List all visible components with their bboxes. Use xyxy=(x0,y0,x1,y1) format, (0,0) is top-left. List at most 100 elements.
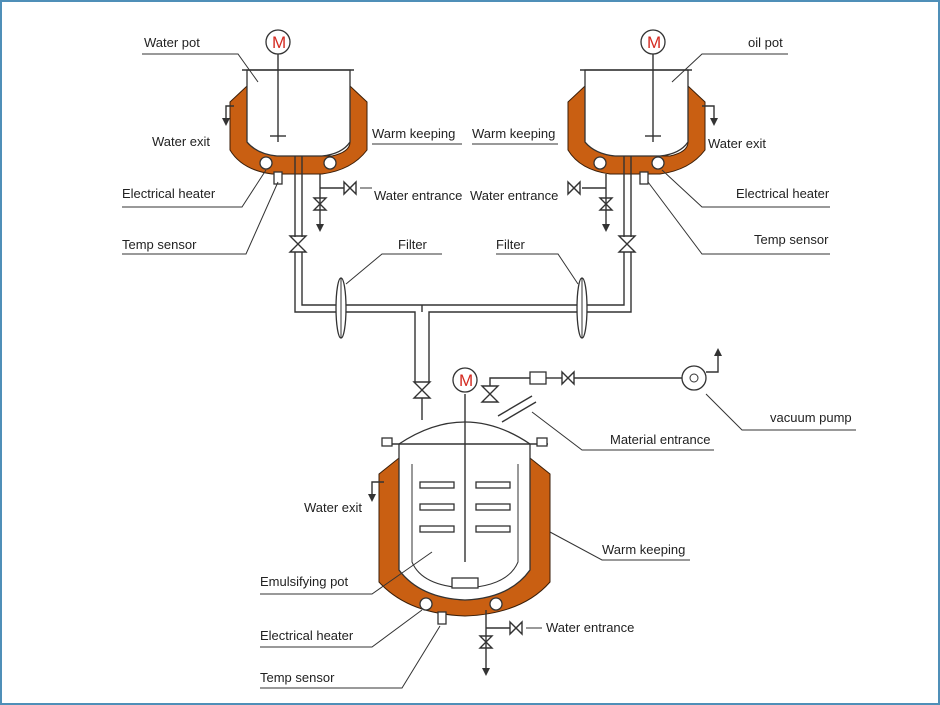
emulsifying-motor xyxy=(452,367,478,393)
material-entrance-chute-b xyxy=(501,401,537,423)
leader-temp-sensor-left xyxy=(122,181,279,255)
emulsifying-drain-arrow xyxy=(482,668,490,676)
oil-pot-outlet-valve xyxy=(617,235,637,253)
left-transfer-pipe-inner xyxy=(301,252,422,306)
label-water-entrance-right: Water entrance xyxy=(470,188,558,203)
label-vacuum-pump: vacuum pump xyxy=(770,410,852,425)
right-transfer-pipe-inner xyxy=(422,252,625,306)
label-electrical-heater-bottom: Electrical heater xyxy=(260,628,354,643)
vacuum-exhaust-arrow xyxy=(714,348,722,356)
leader-oil-pot xyxy=(671,53,788,83)
label-water-pot: Water pot xyxy=(144,35,200,50)
emulsifying-heater-left xyxy=(419,597,433,611)
emulsifying-heater-right xyxy=(489,597,503,611)
label-water-exit-bottom: Water exit xyxy=(304,500,362,515)
leader-emulsifying-pot xyxy=(260,551,433,595)
water-pot-entrance-valve xyxy=(343,180,357,196)
label-water-entrance-left: Water entrance xyxy=(374,188,462,203)
leader-temp-sensor-bottom xyxy=(260,625,441,689)
leader-electrical-heater-bottom xyxy=(260,609,423,648)
water-pot-exit-arrow xyxy=(222,118,230,126)
label-water-exit-right: Water exit xyxy=(708,136,766,151)
label-temp-sensor-left: Temp sensor xyxy=(122,237,197,252)
label-electrical-heater-left: Electrical heater xyxy=(122,186,216,201)
label-electrical-heater-right: Electrical heater xyxy=(736,186,830,201)
emulsifying-entrance-valve xyxy=(509,620,523,636)
emulsifying-exit-pipe xyxy=(371,481,384,496)
label-water-entrance-bottom: Water entrance xyxy=(546,620,634,635)
leader-electrical-heater-right xyxy=(661,169,830,208)
emulsifying-motor-label: M xyxy=(459,371,473,390)
oil-pot-heater-left xyxy=(593,156,607,170)
oil-pot-motor-label: M xyxy=(647,33,661,52)
water-pot-vessel xyxy=(246,69,351,157)
label-filter-left: Filter xyxy=(398,237,428,252)
label-temp-sensor-bottom: Temp sensor xyxy=(260,670,335,685)
vacuum-pump-hub xyxy=(689,373,699,383)
label-emulsifying-pot: Emulsifying pot xyxy=(260,574,349,589)
emulsifying-exit-arrow xyxy=(368,494,376,502)
transfer-pipes xyxy=(294,252,632,420)
oil-pot-entrance-valve xyxy=(567,180,581,196)
paddle-3 xyxy=(419,503,455,511)
label-warm-keeping-bottom: Warm keeping xyxy=(602,542,685,557)
water-pot-drain-arrow xyxy=(316,224,324,232)
vacuum-exhaust xyxy=(706,354,719,373)
leader-vacuum-pump xyxy=(705,393,856,431)
oil-pot-drain-arrow xyxy=(602,224,610,232)
water-pot-motor xyxy=(265,29,291,55)
label-temp-sensor-right: Temp sensor xyxy=(754,232,829,247)
flange-bolt-right xyxy=(536,437,548,447)
leader-material-entrance xyxy=(531,411,714,451)
leader-filter-left xyxy=(345,253,442,285)
leader-water-pot xyxy=(142,53,259,83)
vacuum-line-a xyxy=(489,377,530,386)
vacuum-line-valve xyxy=(561,370,575,386)
label-water-exit-left: Water exit xyxy=(152,134,210,149)
emulsifying-drain-valve xyxy=(478,635,494,649)
oil-pot-drain-valve xyxy=(598,197,614,211)
left-transfer-pipe-outer xyxy=(294,252,416,382)
paddle-6 xyxy=(475,525,511,533)
oil-pot-temp-probe xyxy=(639,171,649,185)
vacuum-filter-box xyxy=(529,371,547,385)
label-warm-keeping-left: Warm keeping xyxy=(372,126,455,141)
emulsifying-temp-probe xyxy=(437,611,447,625)
leader-lines xyxy=(122,53,856,689)
leader-warm-keeping-bottom xyxy=(549,531,690,561)
water-pot-heater-right xyxy=(323,156,337,170)
oil-pot-exit-pipe xyxy=(702,105,715,120)
label-filter-right: Filter xyxy=(496,237,526,252)
label-material-entrance: Material entrance xyxy=(610,432,710,447)
paddle-5 xyxy=(419,525,455,533)
homogenizer-head xyxy=(451,577,479,589)
oil-pot-heater-right xyxy=(651,156,665,170)
emulsifying-inlet-valve xyxy=(412,381,432,399)
paddle-2 xyxy=(475,481,511,489)
water-pot-drain-valve xyxy=(312,197,328,211)
material-entrance-chute xyxy=(497,395,533,417)
vacuum-pump xyxy=(681,365,707,391)
oil-pot-vessel xyxy=(584,69,689,157)
water-pot-motor-label: M xyxy=(272,33,286,52)
leader-electrical-heater-left xyxy=(122,169,267,208)
water-pot-outlet-valve xyxy=(288,235,308,253)
leader-filter-right xyxy=(496,253,579,285)
paddle-1 xyxy=(419,481,455,489)
label-oil-pot: oil pot xyxy=(748,35,783,50)
emulsifying-pot: M xyxy=(368,348,722,676)
water-pot-temp-probe xyxy=(273,171,283,185)
right-transfer-pipe-outer xyxy=(428,252,632,382)
oil-pot-exit-arrow xyxy=(710,118,718,126)
water-pot-exit-pipe xyxy=(225,105,234,120)
label-warm-keeping-right: Warm keeping xyxy=(472,126,555,141)
oil-pot: M xyxy=(567,29,718,253)
leader-temp-sensor-right xyxy=(647,181,830,255)
oil-pot-motor xyxy=(640,29,666,55)
water-pot-heater-left xyxy=(259,156,273,170)
flange-bolt-left xyxy=(381,437,393,447)
labels: Water pot Water exit Warm keeping Electr… xyxy=(122,35,852,685)
paddle-4 xyxy=(475,503,511,511)
